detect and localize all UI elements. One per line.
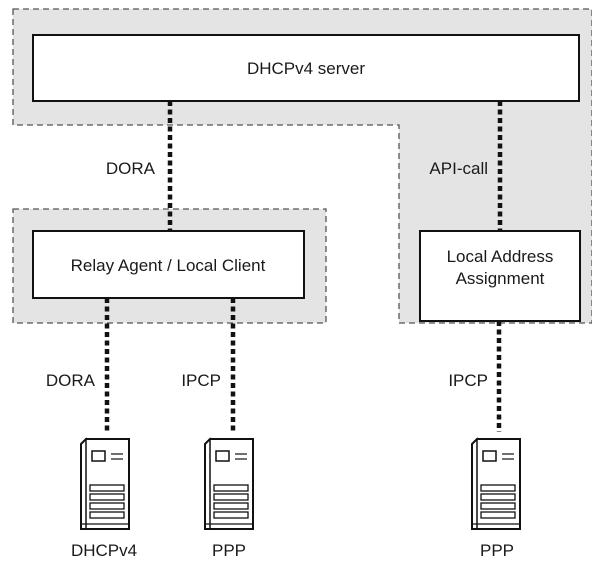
local-address-label-line2: Assignment bbox=[456, 269, 545, 288]
dhcpv4-client-icon bbox=[80, 438, 130, 530]
local-address-label-line1: Local Address bbox=[447, 247, 554, 266]
dora-label-upper: DORA bbox=[106, 159, 156, 178]
dhcpv4-server-box bbox=[32, 34, 580, 102]
dora-label-lower: DORA bbox=[46, 371, 96, 390]
ppp-client-left-label: PPP bbox=[212, 541, 246, 560]
relay-agent-box bbox=[32, 230, 305, 299]
relay-agent-label: Relay Agent / Local Client bbox=[71, 256, 266, 275]
ipcp-label-right: IPCP bbox=[448, 371, 488, 390]
api-call-label: API-call bbox=[429, 159, 488, 178]
ppp-client-right-icon bbox=[471, 438, 521, 530]
local-address-assignment-box bbox=[419, 230, 581, 322]
dhcpv4-client-label: DHCPv4 bbox=[71, 541, 137, 560]
dhcpv4-server-label: DHCPv4 server bbox=[247, 59, 365, 78]
ppp-client-right-label: PPP bbox=[480, 541, 514, 560]
ppp-client-left-icon bbox=[204, 438, 254, 530]
ipcp-label-left: IPCP bbox=[181, 371, 221, 390]
